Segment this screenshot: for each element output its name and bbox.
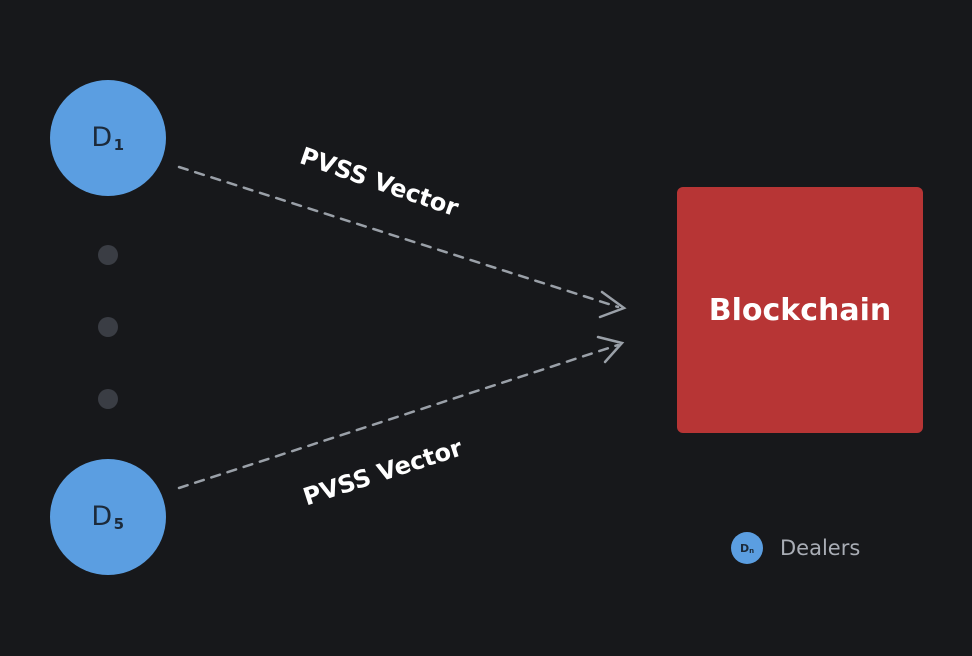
legend-swatch-subscript: n (749, 547, 755, 555)
ellipsis-dot (98, 389, 118, 409)
blockchain-label: Blockchain (708, 292, 892, 328)
arrowhead-bottom (596, 335, 625, 364)
dealer-node-d1-subscript: 1 (113, 136, 125, 154)
ellipsis-dot (98, 245, 118, 265)
ellipsis-dot (98, 317, 118, 337)
arrowhead-top (598, 290, 627, 319)
dealer-node-d5-subscript: 5 (113, 515, 125, 533)
legend-swatch-letter: D (739, 541, 750, 555)
edge-d1-to-blockchain (177, 165, 620, 309)
legend-label: Dealers (780, 536, 861, 560)
dealer-node-d1-letter: D (91, 121, 113, 153)
dealer-node-d5-letter: D (91, 500, 113, 532)
blockchain-box: Blockchain (677, 187, 923, 433)
edge-d5-to-blockchain (177, 343, 620, 490)
